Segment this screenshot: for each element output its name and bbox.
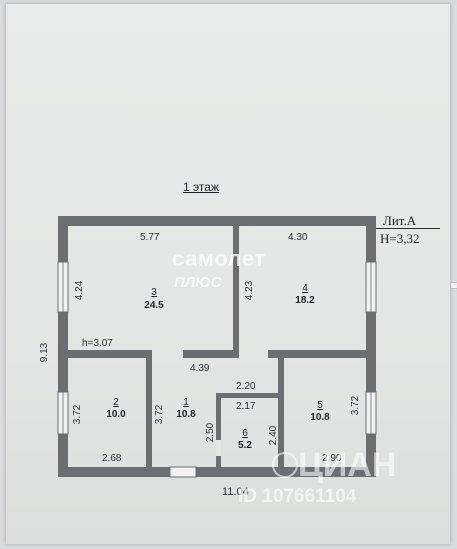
dim-r6-left: 2.50: [205, 422, 217, 443]
room-1-number: 1: [183, 397, 189, 408]
outer-wall-bottom: [58, 467, 376, 477]
corridor-wall-right: [268, 350, 366, 358]
dim-r4-left: 4.23: [244, 280, 256, 301]
room-6-area: 5.2: [238, 440, 252, 451]
dim-r5-right: 3.72: [350, 395, 362, 416]
outer-wall-right: [366, 216, 376, 477]
dim-r3-top: 5.77: [140, 232, 160, 243]
wall-6-top: [216, 393, 278, 398]
ceiling-height: h=3.07: [82, 338, 113, 349]
dim-corridor: 4.39: [190, 363, 210, 374]
dim-r6-top-outer: 2.20: [236, 381, 256, 392]
building-letter-underline: [376, 228, 440, 229]
watermark-cian: ЦИАН: [298, 446, 397, 484]
room-1-area: 10.8: [176, 409, 196, 420]
room-4-area: 18.2: [295, 295, 315, 306]
entrance-door: [169, 466, 197, 478]
dim-r6-top-inner: 2.17: [236, 401, 256, 412]
corridor-wall-left: [68, 350, 152, 358]
dim-overall-width: 11.04: [222, 486, 249, 498]
room-2-area: 10.0: [106, 409, 126, 420]
outer-wall-top: [58, 216, 376, 226]
outer-wall-left: [58, 216, 68, 477]
dim-r2-left: 3.72: [72, 404, 84, 425]
dim-overall-height: 9.13: [39, 342, 51, 363]
building-letter: Лит.А: [383, 213, 417, 228]
wall-1-5: [278, 358, 284, 467]
door-6: [216, 440, 221, 456]
watermark-brand: самолет: [172, 246, 266, 271]
room-4-number: 4: [302, 283, 308, 294]
dim-r4-top: 4.30: [288, 232, 308, 243]
corridor-wall-mid: [183, 350, 239, 358]
room-3-area: 24.5: [144, 300, 164, 311]
floor-height: Н=3,32: [380, 231, 420, 246]
wall-2-1: [146, 358, 152, 467]
room-2-number: 2: [113, 397, 119, 408]
scroll-handle[interactable]: [450, 282, 457, 289]
cian-logo-icon: [272, 452, 298, 478]
dim-r5-bottom: 2.90: [322, 453, 342, 464]
floor-title: 1 этаж: [183, 180, 219, 194]
dim-r1-left: 3.72: [154, 404, 166, 425]
room-3-number: 3: [151, 287, 157, 298]
dim-r3-left: 4.24: [74, 280, 86, 301]
room-5-number: 5: [317, 400, 323, 411]
watermark-id: ID 107661104: [238, 486, 357, 507]
dim-r6-right: 2.40: [268, 425, 280, 446]
room-5-area: 10.8: [310, 412, 330, 423]
wall-3-4: [233, 226, 239, 350]
dim-r2-bottom: 2.68: [102, 453, 122, 464]
room-6-number: 6: [242, 428, 248, 439]
watermark-brand-plus: ПЛЮС: [174, 274, 222, 291]
wall-6-left: [216, 393, 221, 467]
